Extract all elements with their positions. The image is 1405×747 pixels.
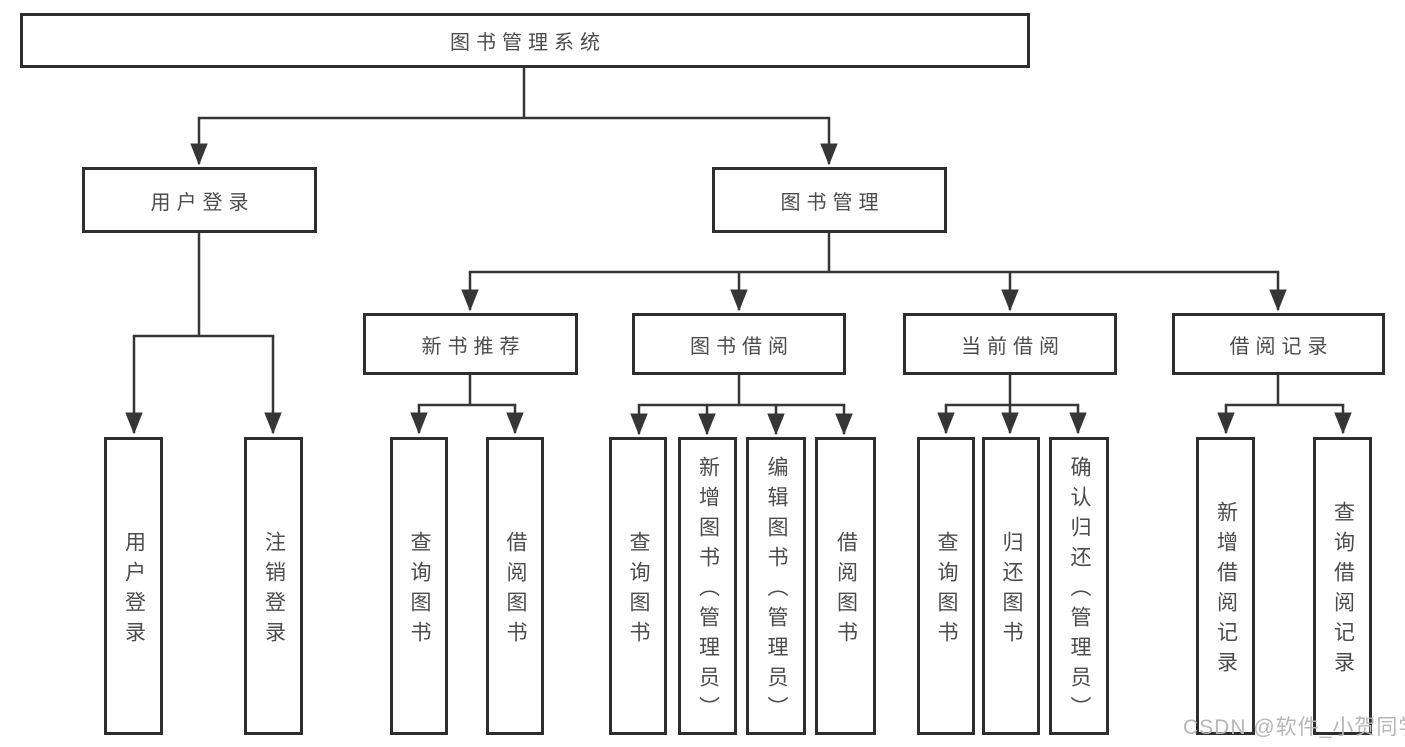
- connector-user-login: [133, 233, 275, 433]
- leaf-label: 借阅图书: [834, 530, 858, 651]
- leaf-label: 新增图书（管理员）: [696, 455, 720, 726]
- node-book-borrow: 图书借阅: [632, 313, 846, 375]
- leaf-label: 查询图书: [627, 530, 650, 651]
- connector-borrow: [638, 375, 846, 434]
- leaf-label: 查询图书: [935, 530, 958, 651]
- leaf-label: 借阅图书: [504, 530, 527, 651]
- leaf-label: 查询图书: [408, 530, 431, 651]
- leaf-records-query-record: 查询借阅记录: [1313, 437, 1372, 735]
- leaf-newbooks-query-books: 查询图书: [390, 437, 448, 735]
- csdn-watermark: CSDN @软件_小贺同学: [1183, 716, 1405, 739]
- leaf-label: 归还图书: [1000, 530, 1023, 651]
- leaf-user-login: 用户登录: [104, 437, 163, 735]
- leaf-current-query-books: 查询图书: [917, 437, 975, 735]
- node-new-book-recommend: 新书推荐: [363, 313, 578, 375]
- connector-book-mgmt: [469, 233, 1280, 310]
- connector-current: [945, 375, 1080, 433]
- connector-new-books: [418, 375, 517, 433]
- leaf-borrow-edit-books-admin: 编辑图书（管理员）: [746, 437, 806, 735]
- connector-root: [198, 66, 831, 164]
- node-book-management: 图书管理: [712, 167, 947, 233]
- node-user-login: 用户登录: [82, 167, 317, 233]
- leaf-label: 确认归还（管理员）: [1068, 455, 1091, 726]
- node-label: 新书推荐: [421, 335, 526, 358]
- node-label: 用户登录: [150, 191, 255, 214]
- leaf-borrow-query-books: 查询图书: [609, 437, 667, 735]
- leaf-borrow-borrow-books: 借阅图书: [815, 437, 876, 735]
- node-label: 当前借阅: [961, 335, 1065, 358]
- node-library-management-system: 图书管理系统: [20, 13, 1030, 68]
- leaf-newbooks-borrow-books: 借阅图书: [486, 437, 544, 735]
- leaf-label: 查询借阅记录: [1331, 500, 1355, 681]
- node-label: 图书管理系统: [450, 32, 606, 54]
- leaf-label: 注销登录: [262, 530, 286, 651]
- node-current-borrow: 当前借阅: [903, 313, 1117, 375]
- node-borrow-records: 借阅记录: [1172, 313, 1385, 375]
- connector-records: [1225, 375, 1345, 433]
- node-label: 图书管理: [780, 191, 885, 214]
- leaf-records-add-record: 新增借阅记录: [1196, 437, 1255, 735]
- leaf-logout: 注销登录: [244, 437, 303, 735]
- leaf-current-return-books: 归还图书: [982, 437, 1040, 735]
- leaf-label: 用户登录: [122, 530, 146, 651]
- leaf-label: 编辑图书（管理员）: [765, 455, 788, 726]
- leaf-label: 新增借阅记录: [1214, 500, 1238, 681]
- node-label: 借阅记录: [1229, 335, 1334, 358]
- node-label: 图书借阅: [690, 335, 794, 358]
- leaf-current-confirm-return-admin: 确认归还（管理员）: [1049, 437, 1109, 735]
- leaf-borrow-add-books-admin: 新增图书（管理员）: [678, 437, 737, 735]
